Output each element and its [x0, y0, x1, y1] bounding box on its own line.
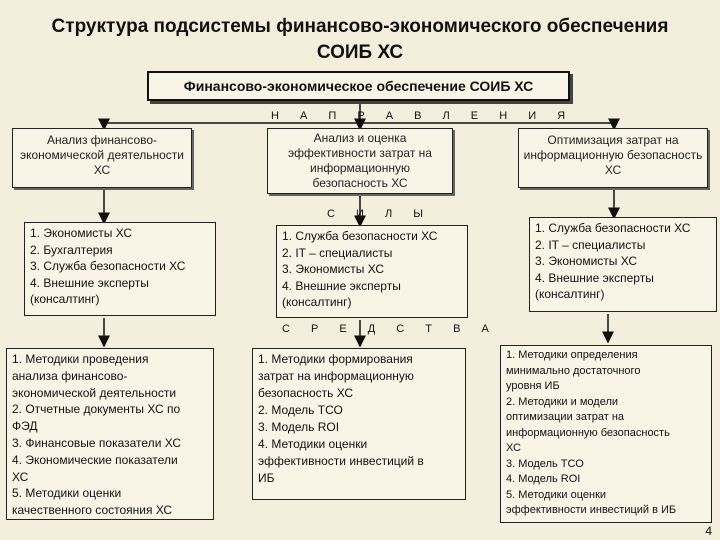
- means-2-item: безопасность ХС: [258, 386, 354, 400]
- forces-2-item: 1. Служба безопасности ХС: [282, 229, 438, 243]
- means-3-item: 4. Модель ROI: [506, 473, 581, 485]
- forces-1-item: 4. Внешние эксперты: [30, 275, 149, 290]
- forces-label: С И Л Ы: [327, 208, 432, 220]
- means-box-3: 1. Методики определения минимально доста…: [500, 345, 712, 523]
- means-3-item: 3. Модель ТСО: [506, 457, 584, 470]
- forces-box-1: 1. Экономисты ХС 2. Бухгалтерия 3. Служб…: [24, 222, 216, 316]
- direction-box-2: Анализ и оценка эффективности затрат на …: [267, 128, 453, 194]
- forces-box-3: 1. Служба безопасности ХС 2. IT – специа…: [529, 217, 717, 312]
- forces-2-item: 4. Внешние эксперты: [282, 278, 401, 293]
- means-2-item: 1. Методики формирования: [258, 352, 413, 366]
- means-label: С Р Е Д С Т В А: [282, 323, 498, 335]
- means-1-item: экономической деятельности: [12, 385, 177, 400]
- forces-3-item: 4. Внешние эксперты: [535, 270, 654, 285]
- page-title-line-1: Структура подсистемы финансово-экономиче…: [51, 16, 669, 37]
- means-3-item: эффективности инвестиций в ИБ: [506, 504, 677, 516]
- means-2-item: эффективности инвестиций в: [258, 454, 424, 468]
- forces-3-item: 2. IT – специалисты: [535, 237, 646, 252]
- means-3-item: 2. Методики и модели: [506, 395, 619, 408]
- means-3-item: уровня ИБ: [506, 380, 560, 392]
- means-2-item: 2. Модель ТСО: [258, 403, 343, 417]
- means-3-item: 5. Методики оценки: [506, 488, 607, 501]
- means-2-item: 4. Методики оценки: [258, 437, 368, 451]
- forces-3-item: 1. Служба безопасности ХС: [535, 221, 691, 235]
- means-1-item: анализа финансово-: [12, 368, 128, 383]
- forces-1-item: 3. Служба безопасности ХС: [30, 259, 186, 273]
- root-box: Финансово-экономическое обеспечение СОИБ…: [147, 71, 570, 101]
- means-1-item: 2. Отчетные документы ХС по: [12, 402, 181, 417]
- directions-label: Н А П Р А В Л Е Н И Я: [271, 110, 575, 122]
- means-1-item: 5. Методики оценки: [12, 486, 122, 501]
- forces-1-item: 1. Экономисты ХС: [30, 226, 133, 240]
- forces-3-item: 3. Экономисты ХС: [535, 254, 638, 268]
- forces-2-item: 3. Экономисты ХС: [282, 262, 385, 276]
- means-1-item: ХС: [12, 469, 29, 484]
- means-1-item: 4. Экономические показатели: [12, 452, 178, 467]
- means-1-item: ФЭД: [12, 419, 38, 434]
- means-3-item: ХС: [506, 442, 521, 454]
- means-1-item: 1. Методики проведения: [12, 352, 149, 366]
- forces-2-item: (консалтинг): [282, 295, 352, 309]
- page-title-line-2: СОИБ ХС: [316, 42, 404, 63]
- forces-1-item: 2. Бухгалтерия: [30, 242, 113, 257]
- means-box-1: 1. Методики проведения анализа финансово…: [6, 348, 214, 520]
- page-number: 4: [705, 524, 712, 538]
- forces-2-item: 2. IT – специалисты: [282, 245, 393, 260]
- means-3-item: информационную безопасность: [506, 426, 670, 439]
- means-3-item: минимально достаточного: [506, 364, 641, 377]
- means-2-item: ИБ: [258, 471, 275, 485]
- means-1-item: 3. Финансовые показатели ХС: [12, 435, 181, 450]
- means-3-item: оптимизации затрат на: [506, 411, 625, 423]
- means-box-2: 1. Методики формирования затрат на инфор…: [252, 348, 466, 500]
- forces-3-item: (консалтинг): [535, 287, 605, 301]
- direction-box-1: Анализ финансово-экономической деятельно…: [12, 128, 192, 188]
- means-2-item: затрат на информационную: [258, 369, 414, 383]
- forces-box-2: 1. Служба безопасности ХС 2. IT – специа…: [276, 225, 468, 318]
- means-3-item: 1. Методики определения: [506, 349, 638, 361]
- direction-box-3: Оптимизация затрат на информационную без…: [518, 128, 708, 188]
- forces-1-item: (консалтинг): [30, 292, 100, 306]
- means-2-item: 3. Модель ROI: [258, 420, 340, 434]
- means-1-item: качественного состояния ХС: [12, 503, 173, 518]
